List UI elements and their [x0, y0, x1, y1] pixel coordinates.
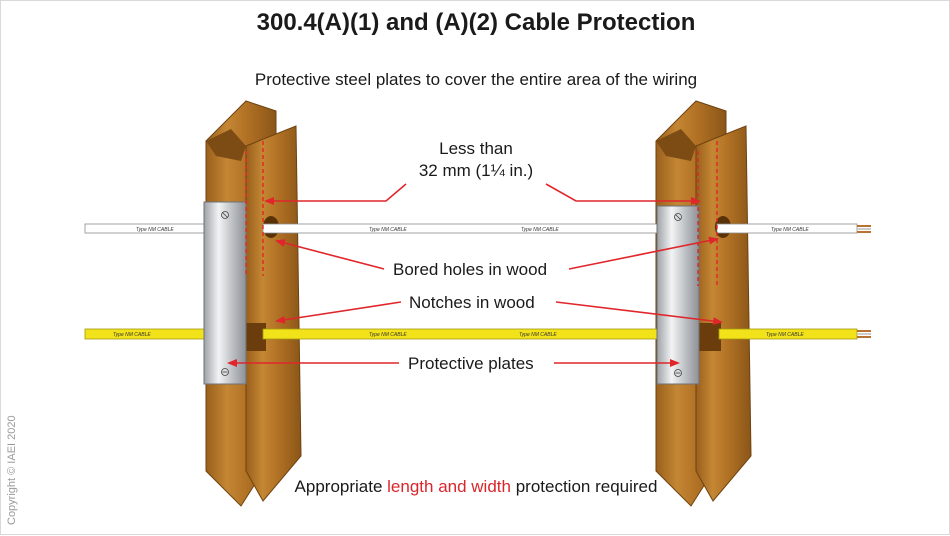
- left-notch: [246, 323, 266, 351]
- less-than-label: Less than 32 mm (1¼ in.): [401, 138, 551, 182]
- svg-text:Type NM CABLE: Type NM CABLE: [771, 227, 809, 233]
- right-protective-plate: [656, 205, 700, 385]
- screw-icon: [674, 369, 682, 377]
- svg-text:Type NM CABLE: Type NM CABLE: [136, 227, 174, 233]
- yellow-nm-cable: Type NM CABLE Type NM CABLE Type NM CABL…: [84, 328, 871, 340]
- arrow-icon: [545, 183, 701, 205]
- arrow-icon: [275, 301, 402, 324]
- svg-text:Type NM CABLE: Type NM CABLE: [766, 332, 804, 338]
- bottom-note-before: Appropriate: [294, 477, 388, 496]
- arrow-icon: [555, 301, 723, 326]
- bottom-note-highlight: length and width: [387, 477, 511, 496]
- arrow-icon: [275, 239, 385, 270]
- svg-text:Type NM CABLE: Type NM CABLE: [369, 332, 407, 338]
- svg-text:Type NM CABLE: Type NM CABLE: [113, 332, 151, 338]
- screw-icon: [221, 368, 229, 376]
- bottom-note: Appropriate length and width protection …: [1, 477, 950, 497]
- svg-text:Type NM CABLE: Type NM CABLE: [519, 332, 557, 338]
- right-notch: [699, 323, 721, 351]
- diagram-title: 300.4(A)(1) and (A)(2) Cable Protection: [256, 9, 696, 36]
- svg-text:Type NM CABLE: Type NM CABLE: [369, 227, 407, 233]
- less-than-line2: 32 mm (1¼ in.): [418, 161, 534, 180]
- left-protective-plate: [203, 201, 247, 385]
- bored-holes-label: Bored holes in wood: [393, 260, 548, 279]
- copyright-text: Copyright © IAEI 2020: [6, 415, 18, 525]
- svg-text:Type NM CABLE: Type NM CABLE: [521, 227, 559, 233]
- notches-label: Notches in wood: [409, 293, 535, 312]
- less-than-line1: Less than: [439, 139, 513, 158]
- arrow-icon: [568, 236, 719, 270]
- screw-icon: [674, 213, 682, 221]
- protective-plates-label: Protective plates: [408, 354, 534, 373]
- arrow-icon: [264, 183, 407, 205]
- callout-arrows: [227, 183, 723, 367]
- white-nm-cable: Type NM CABLE Type NM CABLE Type NM CABL…: [84, 223, 871, 234]
- measurement-lines: [245, 141, 718, 286]
- screw-icon: [221, 211, 229, 219]
- bottom-note-after: protection required: [510, 477, 658, 496]
- diagram-subtitle: Protective steel plates to cover the ent…: [254, 70, 698, 89]
- right-stud: [655, 100, 752, 507]
